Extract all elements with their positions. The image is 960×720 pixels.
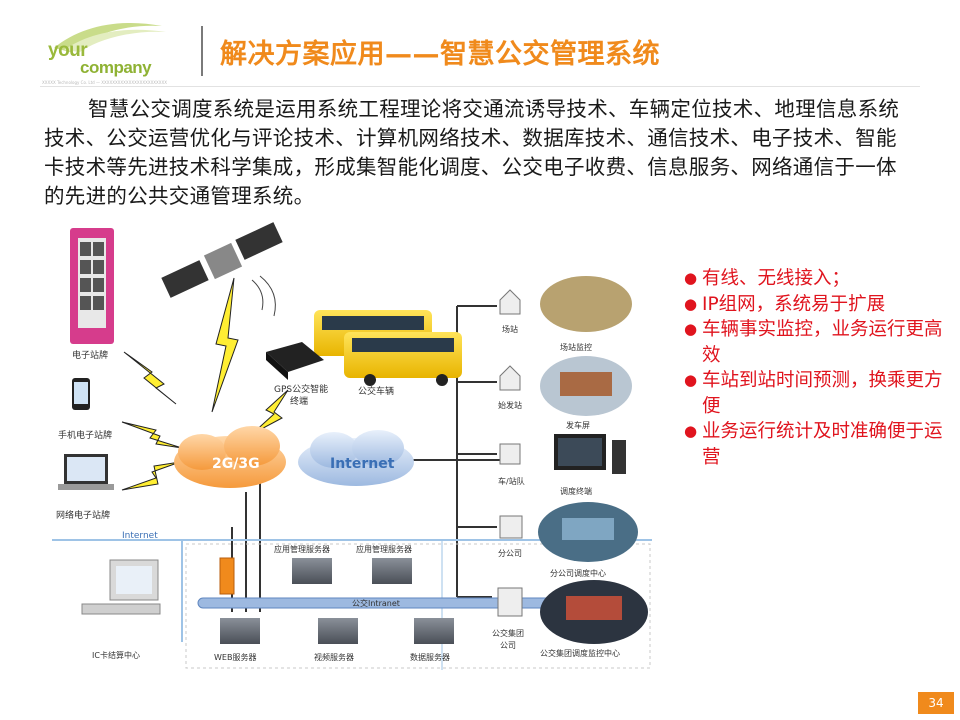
fleet-node: 车/站队 调度终端	[498, 434, 626, 496]
feature-bullet: 车辆事实监控，业务运行更高效	[684, 317, 944, 368]
label-gps-2: 终端	[290, 395, 308, 407]
logo-swoosh-icon	[54, 22, 166, 52]
label-dispatch-terminal: 调度终端	[560, 486, 592, 496]
bus-icons: 公交车辆	[314, 310, 462, 397]
branch-node: 分公司 分公司调度中心	[498, 502, 638, 578]
terminus-node: 始发站 发车屏	[498, 356, 632, 430]
slide-title: 解决方案应用——智慧公交管理系统	[220, 39, 660, 70]
feature-bullet: IP组网，系统易于扩展	[684, 292, 944, 318]
lower-servers: WEB服务器 视频服务器 数据服务器	[214, 618, 454, 662]
label-branch: 分公司	[498, 549, 522, 558]
label-display: 发车屏	[566, 420, 590, 430]
mobile-stop: 手机电子站牌	[58, 378, 112, 441]
cloud-internet: Internet	[298, 430, 414, 486]
feature-bullet: 车站到站时间预测，换乘更方便	[684, 368, 944, 419]
label-yard: 场站	[502, 324, 518, 334]
electronic-stop-sign: 电子站牌	[70, 228, 114, 361]
label-video-server: 视频服务器	[314, 652, 354, 662]
gps-terminal: GPS公交智能 终端	[266, 342, 328, 407]
cloud-2g3g: 2G/3G	[174, 426, 286, 488]
yard-node: 场站 场站监控	[499, 276, 632, 352]
label-data-server: 数据服务器	[410, 652, 450, 662]
label-fleet: 车/站队	[498, 476, 525, 486]
group-node: 公交集团 公司 公交集团调度监控中心	[492, 580, 648, 658]
satellite-icon	[161, 222, 283, 317]
firewall-icon	[219, 557, 235, 595]
feature-bullet-list: 有线、无线接入； IP组网，系统易于扩展 车辆事实监控，业务运行更高效 车站到站…	[684, 266, 944, 470]
company-logo: your company XXXXX Technology Co. Ltd — …	[40, 18, 170, 85]
logo-fine-print: XXXXX Technology Co. Ltd — XXXXXXXXXXXXX…	[42, 80, 168, 85]
page-number: 34	[918, 692, 954, 714]
label-bus: 公交车辆	[358, 385, 394, 397]
label-mobile-stop: 手机电子站牌	[58, 429, 112, 441]
label-internet-bar: Internet	[122, 531, 158, 541]
label-e-stop: 电子站牌	[72, 349, 108, 361]
feature-bullet: 业务运行统计及时准确便于运营	[684, 419, 944, 470]
title-separator	[201, 26, 203, 76]
label-group-center: 公交集团调度监控中心	[540, 648, 620, 658]
system-diagram: 电子站牌 手机电子站牌 网络电子站牌 公交车辆	[52, 222, 652, 670]
label-yard-monitor: 场站监控	[560, 342, 592, 352]
label-web-server: WEB服务器	[214, 652, 256, 662]
logo-text-your: your	[48, 40, 88, 61]
label-web-stop: 网络电子站牌	[56, 509, 110, 521]
wireless-bolt-icons	[121, 277, 289, 491]
header-rule	[40, 86, 920, 87]
web-stop: 网络电子站牌	[56, 454, 114, 521]
label-gps-1: GPS公交智能	[274, 383, 328, 395]
feature-bullet: 有线、无线接入；	[684, 266, 944, 292]
label-terminus: 始发站	[498, 400, 522, 410]
label-2g3g: 2G/3G	[212, 456, 260, 472]
label-app-server-1: 应用管理服务器	[274, 544, 330, 554]
label-ic-center: IC卡结算中心	[92, 650, 140, 660]
label-app-server-2: 应用管理服务器	[356, 544, 412, 554]
label-branch-center: 分公司调度中心	[550, 568, 606, 578]
logo-text-company: company	[80, 58, 152, 77]
ic-card-center: IC卡结算中心	[81, 559, 161, 660]
label-internet-cloud: Internet	[330, 456, 395, 472]
label-group-1: 公交集团	[492, 628, 524, 638]
label-lan: 公交Intranet	[352, 598, 400, 608]
label-group-2: 公司	[500, 641, 516, 650]
intro-paragraph: 智慧公交调度系统是运用系统工程理论将交通流诱导技术、车辆定位技术、地理信息系统技…	[44, 97, 900, 208]
lan-bar: 公交Intranet	[197, 597, 597, 609]
app-servers: 应用管理服务器 应用管理服务器	[274, 544, 412, 584]
